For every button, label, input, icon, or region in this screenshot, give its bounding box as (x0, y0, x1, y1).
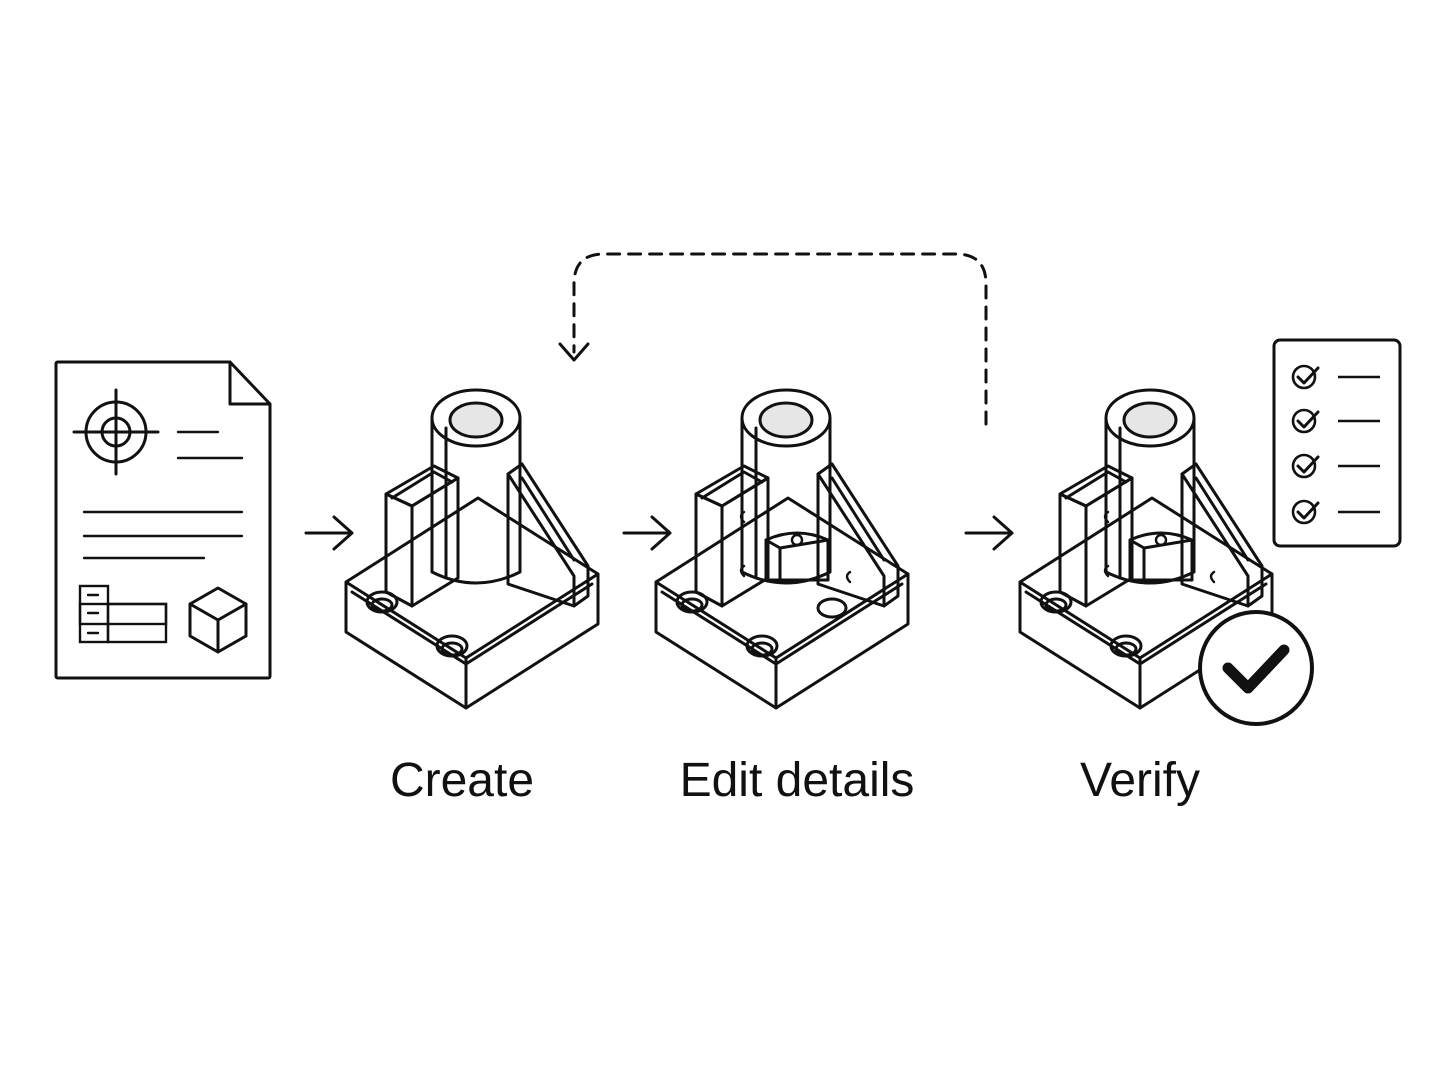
cube-icon (188, 586, 248, 654)
arrow-right-icon (622, 515, 672, 551)
cad-part-verify (1018, 388, 1274, 710)
dashed-feedback-arrow (558, 252, 988, 426)
step-label-verify: Verify (1080, 754, 1200, 807)
arrow-right-icon (304, 515, 354, 551)
drawing-document-icon (54, 360, 272, 680)
checklist-row (1291, 364, 1380, 390)
checklist-row (1291, 499, 1380, 525)
checkmark-circle-icon (1198, 610, 1314, 726)
checklist-row (1291, 453, 1380, 479)
checklist-icon (1272, 338, 1402, 548)
step-label-create: Create (390, 754, 534, 807)
cad-part-create (344, 388, 600, 710)
cad-part-edit (654, 388, 910, 710)
table-icon (78, 584, 168, 644)
crosshair-icon (72, 388, 160, 476)
arrow-right-icon (964, 515, 1014, 551)
checklist-row (1291, 408, 1380, 434)
step-label-edit: Edit details (680, 754, 915, 807)
